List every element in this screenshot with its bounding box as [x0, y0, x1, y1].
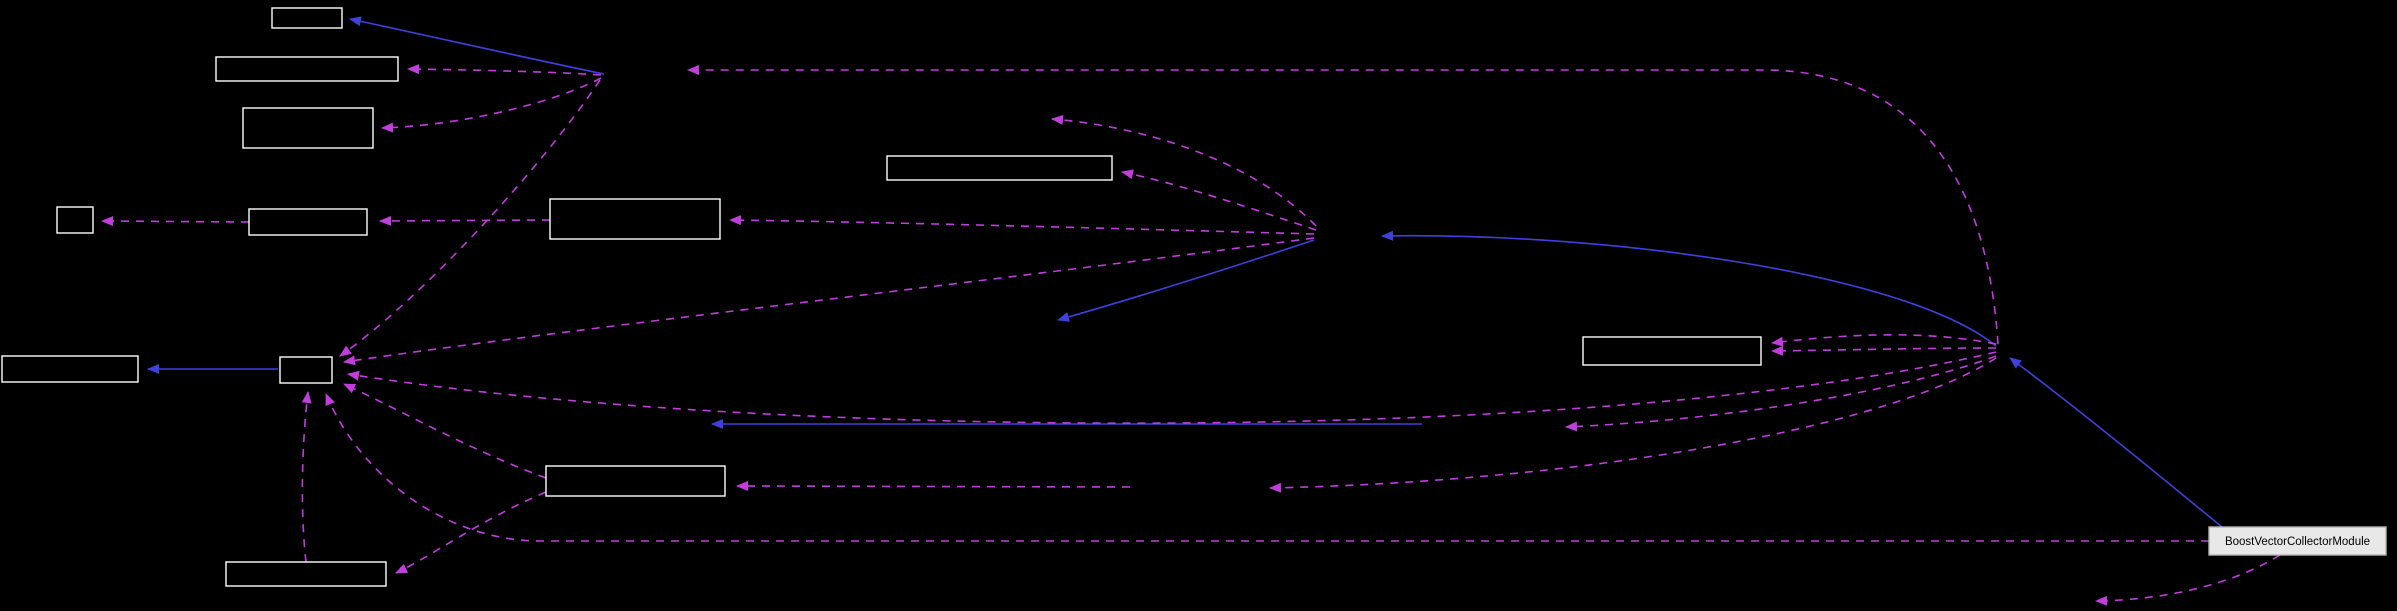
edge-e23 — [1565, 355, 1997, 432]
edge-e21 — [1771, 345, 1997, 356]
edge-e5 — [2009, 357, 2223, 528]
node-box-n6[interactable] — [549, 198, 721, 240]
node-box-n7[interactable] — [886, 155, 1113, 181]
node-n2[interactable] — [215, 56, 399, 82]
edge-e24 — [1269, 357, 1997, 493]
node-box-n2[interactable] — [215, 56, 399, 82]
node-n5[interactable] — [248, 208, 368, 236]
node-box-n9[interactable] — [279, 356, 333, 384]
edge-e10 — [339, 79, 601, 357]
node-n4[interactable] — [56, 206, 94, 234]
node-box-n13[interactable] — [2208, 526, 2387, 556]
edges-layer — [101, 16, 2281, 606]
edge-e13 — [729, 215, 1315, 235]
node-box-n3[interactable] — [242, 107, 374, 149]
node-box-n11[interactable] — [545, 465, 726, 497]
edge-e15 — [1051, 114, 1317, 227]
edge-e4 — [1381, 230, 1997, 347]
edge-e6 — [1057, 239, 1315, 322]
edge-e12 — [379, 215, 551, 226]
edge-e1 — [349, 16, 605, 75]
node-n1[interactable] — [271, 7, 343, 29]
node-n12[interactable] — [225, 561, 387, 587]
node-label-n13: BoostVectorCollectorModule — [2225, 536, 2370, 548]
edge-e14 — [1121, 169, 1317, 231]
node-n10[interactable] — [1582, 336, 1762, 366]
edge-e26 — [2095, 554, 2281, 606]
node-box-n12[interactable] — [225, 561, 387, 587]
edge-e7 — [687, 65, 1999, 345]
edge-e22 — [1771, 334, 1997, 347]
edge-e25 — [736, 481, 1131, 492]
node-box-n1[interactable] — [271, 7, 343, 29]
edge-e18 — [343, 383, 547, 479]
edge-e11 — [101, 216, 250, 227]
node-n3[interactable] — [242, 107, 374, 149]
edge-e27 — [395, 491, 547, 574]
edge-e9 — [381, 77, 602, 133]
node-box-n8[interactable] — [1, 355, 139, 383]
node-n13[interactable]: BoostVectorCollectorModule — [2208, 526, 2387, 556]
node-n8[interactable] — [1, 355, 139, 383]
node-box-n10[interactable] — [1582, 336, 1762, 366]
edge-e8 — [407, 64, 602, 76]
node-box-n4[interactable] — [56, 206, 94, 234]
nodes-layer: BoostVectorCollectorModule — [1, 7, 2387, 587]
edge-e19 — [301, 391, 312, 563]
edge-e16 — [343, 237, 1315, 366]
node-n6[interactable] — [549, 198, 721, 240]
node-n11[interactable] — [545, 465, 726, 497]
edge-e17 — [347, 351, 1997, 424]
node-box-n5[interactable] — [248, 208, 368, 236]
node-n9[interactable] — [279, 356, 333, 384]
node-n7[interactable] — [886, 155, 1113, 181]
